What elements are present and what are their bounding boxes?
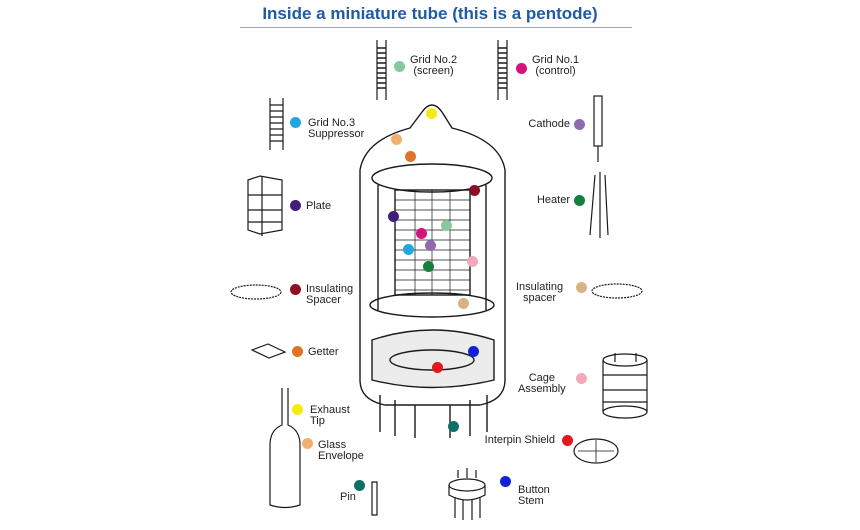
tube-dot-spacer-right <box>458 298 469 309</box>
envelope-dot <box>302 438 313 449</box>
tube-dot-heater <box>423 261 434 272</box>
grid2-dot <box>394 61 405 72</box>
tube-dot-shield <box>432 362 443 373</box>
tube-dot-exhaust <box>426 108 437 119</box>
plate-drawing <box>247 175 283 236</box>
heater-drawing <box>589 172 609 238</box>
exhaust-envelope-drawing <box>269 388 301 509</box>
tube-dot-getter <box>405 151 416 162</box>
interpin-shield-drawing <box>573 438 619 464</box>
tube-dot-grid3 <box>403 244 414 255</box>
cage-drawing <box>602 353 648 419</box>
getter-dot <box>292 346 303 357</box>
tube-dot-grid2 <box>441 220 452 231</box>
tube-dot-stem <box>468 346 479 357</box>
tube-envelope-outline <box>359 104 506 406</box>
getter-drawing <box>250 343 287 359</box>
tube-dot-envelope <box>391 134 402 145</box>
stem-dot <box>500 476 511 487</box>
grid2-label: Grid No.2(screen) <box>410 54 458 77</box>
spacer-right-dot <box>576 282 587 293</box>
tube-dot-cage <box>467 256 478 267</box>
tube-dot-spacer <box>469 185 480 196</box>
plate-dot <box>290 200 301 211</box>
tube-dot-cathode <box>425 240 436 251</box>
cathode-drawing <box>593 95 603 162</box>
grid2-drawing <box>376 40 387 100</box>
pin-drawing <box>371 481 378 516</box>
plate-label: Plate <box>306 200 332 212</box>
exhaust-dot <box>292 404 303 415</box>
grid3-drawing <box>269 98 284 150</box>
plate-body <box>377 185 487 310</box>
grid-cage <box>394 189 471 296</box>
heater-dot <box>574 195 585 206</box>
spacer-left-dot <box>290 284 301 295</box>
cathode-dot <box>574 119 585 130</box>
pin-label: Pin <box>340 491 356 503</box>
tube-dot-grid1 <box>416 228 427 239</box>
grid1-dot <box>516 63 527 74</box>
spacer-right-drawing <box>591 283 643 299</box>
diagram-title: Inside a miniature tube (this is a pento… <box>262 4 598 23</box>
grid3-dot <box>290 117 301 128</box>
bottom-mica <box>369 292 495 318</box>
grid1-label: Grid No.1(control) <box>532 54 580 77</box>
spacer-left-drawing <box>230 284 282 300</box>
shield-dot <box>562 435 573 446</box>
cathode-label: Cathode <box>528 118 570 130</box>
title-underline <box>240 27 632 28</box>
tube-pins <box>379 395 488 438</box>
tube-dot-plate <box>388 211 399 222</box>
grid1-drawing <box>497 40 508 100</box>
getter-label: Getter <box>308 346 339 358</box>
heater-label: Heater <box>536 194 570 206</box>
base-stem <box>371 329 495 389</box>
tube-dot-pin <box>448 421 459 432</box>
pin-dot <box>354 480 365 491</box>
shield-label: Interpin Shield <box>484 434 555 446</box>
button-stem-drawing <box>448 468 486 520</box>
cage-dot <box>576 373 587 384</box>
